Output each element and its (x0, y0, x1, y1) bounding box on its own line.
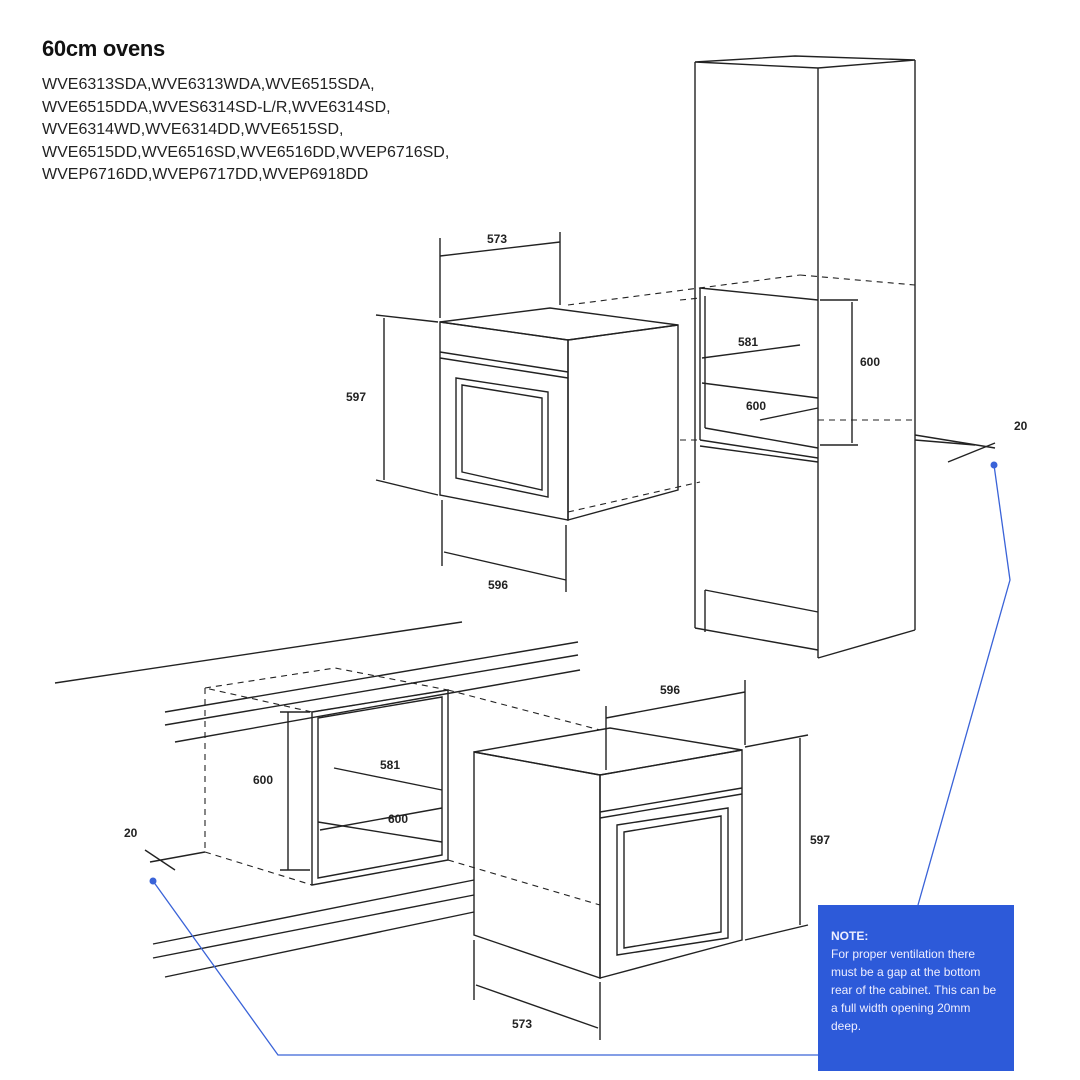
dim-oven-depth: 573 (487, 232, 507, 246)
ventilation-note: NOTE: For proper ventilation there must … (818, 905, 1014, 1071)
top-dimension-lines (375, 232, 996, 592)
dim-oven-height: 597 (810, 833, 830, 847)
dim-vent-gap: 20 (1014, 419, 1028, 433)
dim-cavity-inner-width: 581 (380, 758, 400, 772)
bottom-cavity-outline (204, 667, 601, 906)
model-line: WVE6515DD,WVE6516SD,WVE6516DD,WVEP6716SD… (42, 143, 450, 161)
note-body: For proper ventilation there must be a g… (831, 947, 997, 1033)
note-heading: NOTE: (831, 929, 869, 943)
bottom-dimension-lines (144, 680, 809, 1040)
top-cavity-outline (567, 274, 916, 513)
page-title: 60cm ovens (42, 36, 165, 61)
note-leader-lines (152, 464, 1011, 1056)
leader-dot (990, 461, 998, 469)
top-oven (439, 307, 679, 521)
dim-oven-width: 596 (488, 578, 508, 592)
dim-vent-gap: 20 (124, 826, 138, 840)
leader-dot (149, 877, 157, 885)
model-list: WVE6313SDA,WVE6313WDA,WVE6515SDA, WVE651… (42, 74, 522, 187)
dim-cavity-height: 600 (860, 355, 880, 369)
model-line: WVE6515DDA,WVES6314SD-L/R,WVE6314SD, (42, 98, 391, 116)
model-line: WVE6314WD,WVE6314DD,WVE6515SD, (42, 121, 344, 138)
dim-cavity-height: 600 (253, 773, 273, 787)
dim-oven-height: 597 (346, 390, 366, 404)
bottom-cabinet (54, 621, 581, 978)
dim-cavity-inner-width: 581 (738, 335, 758, 349)
dim-oven-width: 596 (660, 683, 680, 697)
dim-oven-depth: 573 (512, 1017, 532, 1031)
dim-cavity-width: 600 (388, 812, 408, 826)
model-line: WVEP6716DD,WVEP6717DD,WVEP6918DD (42, 166, 369, 183)
tall-cabinet (694, 55, 916, 659)
bottom-oven (473, 727, 743, 979)
model-line: WVE6313SDA,WVE6313WDA,WVE6515SDA, (42, 76, 375, 93)
dim-cavity-width: 600 (746, 399, 766, 413)
